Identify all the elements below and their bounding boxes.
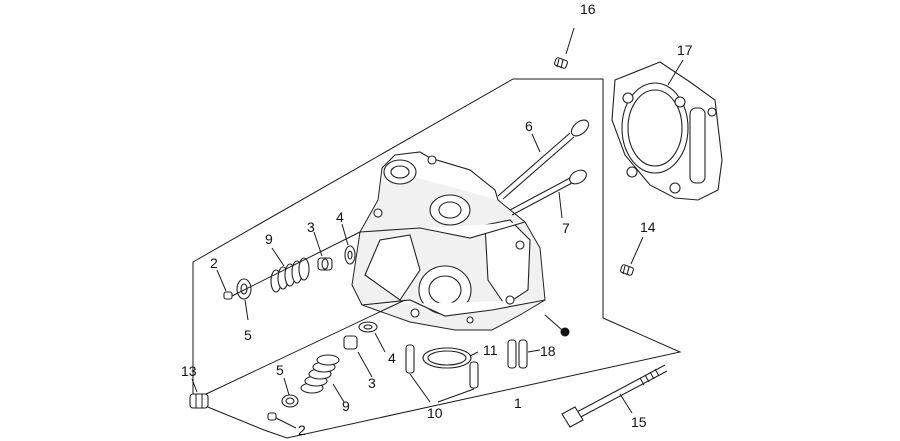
callout-5-lower: 5 [276, 362, 284, 378]
callout-14: 13 [181, 363, 197, 379]
callout-2-upper: 2 [210, 255, 218, 271]
callout-3-lower: 3 [368, 375, 376, 391]
callout-4-upper: 4 [336, 209, 344, 225]
valve-6 [497, 119, 590, 200]
callout-2-lower: 2 [298, 422, 306, 438]
callout-11: 11 [483, 342, 498, 358]
o-ring-11 [422, 347, 472, 369]
oil-plug-dot [560, 327, 570, 337]
set-screw-13 [554, 57, 568, 69]
head-gasket-17 [611, 61, 723, 201]
dowel-pins-18 [507, 339, 528, 369]
assembly-boundary [192, 78, 682, 439]
cylinder-head [351, 151, 546, 331]
valve-7 [509, 169, 587, 216]
set-screw-15 [620, 264, 634, 276]
callout-9-upper: 9 [265, 231, 273, 247]
callout-7: 7 [562, 220, 570, 236]
valve-spring-assembly-lower [267, 321, 378, 421]
plug-bolt-14 [189, 393, 209, 409]
callout-17: 17 [677, 42, 693, 58]
dowel-pins-10 [405, 344, 479, 389]
callout-10: 10 [427, 405, 443, 421]
callout-15: 14 [640, 219, 656, 235]
callout-1: 1 [514, 395, 522, 411]
callout-3-upper: 3 [307, 219, 315, 235]
callout-13: 16 [580, 1, 596, 17]
head-bolt-16 [561, 364, 668, 428]
callout-9-lower: 9 [342, 398, 350, 414]
callout-18: 18 [540, 343, 556, 359]
callout-16: 15 [631, 414, 647, 430]
callout-5-upper: 5 [244, 327, 252, 343]
callout-6: 6 [525, 118, 533, 134]
callout-4-lower: 4 [388, 350, 396, 366]
valve-spring-assembly-upper [223, 245, 356, 300]
